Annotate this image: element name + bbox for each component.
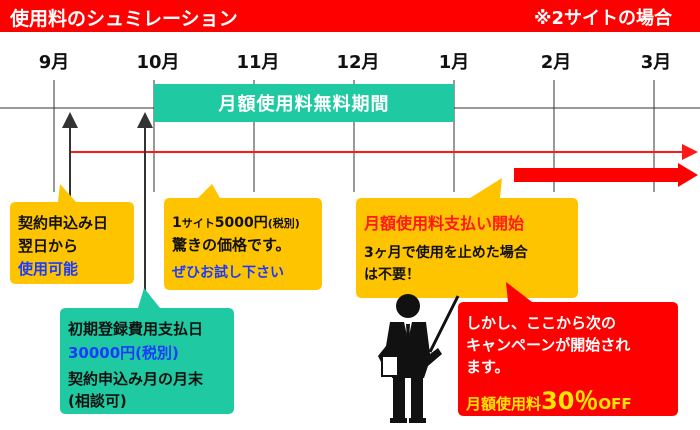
price-line3: ぜひお試し下さい xyxy=(172,265,284,281)
contract-line3: 使用可能 xyxy=(18,260,79,278)
contract-marker-head xyxy=(62,112,78,128)
initial-line1: 契約申込み月の月末 xyxy=(68,370,204,388)
month-label-1: 1月 xyxy=(438,52,470,73)
price-count: 1 xyxy=(172,215,182,231)
monthly-line2: は不要！ xyxy=(364,267,420,283)
price-line1: 1サイト5000円(税別) xyxy=(172,212,300,232)
usage-arrow-head xyxy=(682,144,698,160)
offer-value: 30％ xyxy=(541,387,599,415)
initial-amount: 30000円(税別) xyxy=(68,344,179,362)
monthly-line1: 3ヶ月で使用を止めた場合 xyxy=(364,245,528,261)
price-tax: (税別) xyxy=(267,217,300,230)
price-unit: サイト xyxy=(181,217,215,230)
callout-contract-shape xyxy=(10,184,134,284)
initial-title: 初期登録費用支払日 xyxy=(68,320,204,338)
campaign-offer: 月額使用料30％OFF xyxy=(466,381,632,416)
callout-initial-shape xyxy=(60,288,234,414)
offer-suffix: OFF xyxy=(598,395,632,413)
presenter-figure-icon xyxy=(378,294,460,423)
callout-price-shape xyxy=(164,184,322,290)
free-period-bar: 月額使用料無料期間 xyxy=(154,84,454,122)
price-line2: 驚きの価格です。 xyxy=(172,236,291,254)
month-label-3: 3月 xyxy=(640,52,672,73)
billing-arrow-head xyxy=(678,163,698,187)
price-amount: 5000円 xyxy=(214,215,268,231)
contract-line2: 翌日から xyxy=(18,237,79,255)
page-title: 使用料のシュミレーション xyxy=(10,8,238,30)
header-banner: 使用料のシュミレーション ※2サイトの場合 xyxy=(0,0,700,32)
initial-marker-head xyxy=(137,112,153,128)
callout-campaign-shape xyxy=(458,282,678,416)
contract-line1: 契約申込み日 xyxy=(18,214,109,232)
callout-monthly-shape xyxy=(356,178,578,298)
monthly-title: 月額使用料支払い開始 xyxy=(364,214,525,233)
month-label-2: 2月 xyxy=(540,52,572,73)
campaign-line1: しかし、ここから次の xyxy=(466,314,617,332)
month-label-9: 9月 xyxy=(38,52,70,73)
header-note: ※2サイトの場合 xyxy=(533,8,672,29)
billing-arrow-body xyxy=(514,168,680,182)
month-label-10: 10月 xyxy=(136,52,180,73)
offer-prefix: 月額使用料 xyxy=(466,395,542,413)
campaign-line2: キャンペーンが開始され xyxy=(466,336,631,354)
initial-line2: (相談可) xyxy=(68,392,127,410)
campaign-line3: ます。 xyxy=(466,358,510,376)
month-label-11: 11月 xyxy=(236,52,280,73)
month-label-12: 12月 xyxy=(336,52,380,73)
